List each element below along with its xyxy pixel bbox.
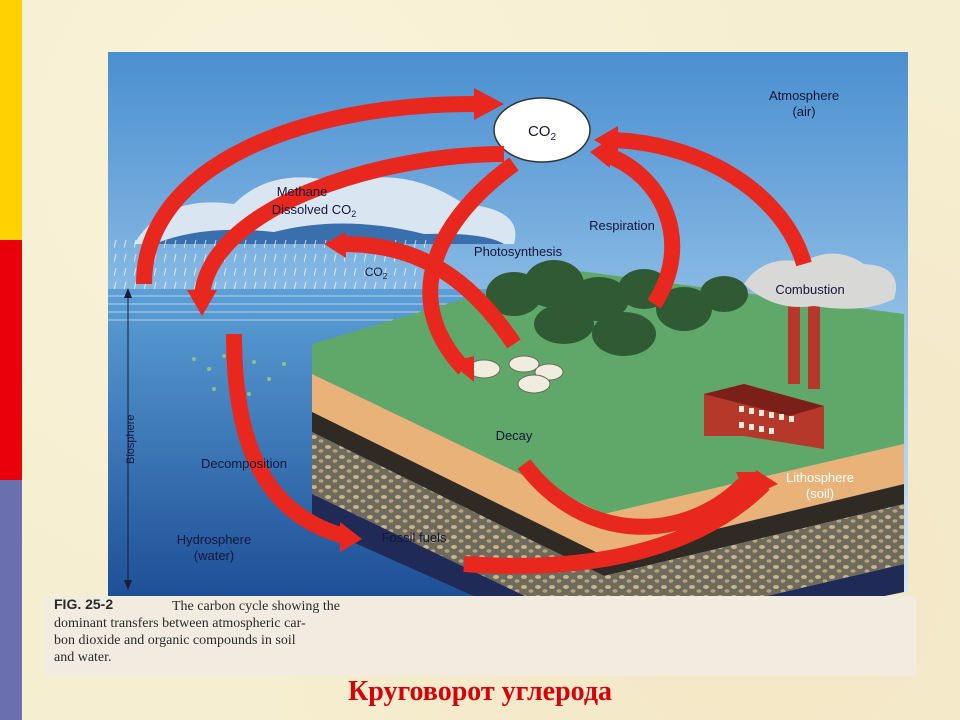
arrow-ocean-to-co2 — [136, 96, 475, 285]
factory — [704, 294, 824, 449]
rain-cloud — [134, 177, 516, 244]
label-biosphere: Biosphere — [125, 414, 137, 464]
arrow-combustion — [613, 132, 812, 267]
slide-sidebar — [0, 0, 22, 720]
arrow-heads — [187, 88, 778, 552]
caption-line-1: The carbon cycle showing the — [172, 599, 340, 614]
slide-title: Круговорот углерода — [347, 676, 613, 707]
rock-layer — [312, 432, 904, 634]
arrow-respiration — [601, 146, 681, 309]
dark-soil-layer — [312, 412, 904, 576]
carbon-flow-arrows — [136, 96, 812, 574]
arrowhead-ocean-co2 — [474, 88, 504, 120]
label-atmosphere-air: (air) — [792, 104, 815, 119]
arrowhead-photosynthesis — [450, 356, 474, 382]
caption-figure-number: FIG. 25-2 — [54, 596, 113, 612]
label-co2: CO2 — [528, 123, 557, 143]
label-lithosphere: Lithosphere — [786, 470, 854, 485]
biosphere-axis-top — [124, 288, 132, 298]
label-fossil-fuels: Fossil fuels — [381, 530, 447, 545]
label-hydrosphere: Hydrosphere — [177, 532, 251, 547]
caption-line-4: and water. — [54, 650, 112, 665]
sidebar-red-block — [0, 240, 22, 480]
biosphere-axis-bottom — [124, 580, 132, 590]
arrow-co2-to-methane — [343, 236, 521, 349]
arrowhead-fossil — [752, 470, 778, 496]
label-co2-small: CO2 — [365, 265, 388, 281]
arrowhead-co2-ocean — [187, 290, 217, 316]
caption-line-2: dominant transfers between atmospheric c… — [54, 616, 306, 631]
arrow-photosynthesis — [422, 157, 519, 375]
arrow-co2-to-ocean — [194, 146, 505, 296]
label-respiration: Respiration — [589, 218, 655, 233]
arrowhead-methane — [324, 232, 346, 258]
label-dissolved-co2: Dissolved CO2 — [272, 202, 356, 219]
arrowhead-combustion — [594, 126, 618, 154]
sheep-flock — [467, 355, 564, 394]
caption-line-3: bon dioxide and organic compounds in soi… — [54, 633, 296, 648]
label-lithosphere-soil: (soil) — [806, 486, 834, 501]
soil-layer — [312, 374, 904, 556]
caption-area — [44, 596, 916, 676]
land-surface — [312, 269, 904, 514]
sidebar-blue-block — [0, 480, 22, 720]
arrow-fossil-to-lithosphere — [463, 478, 770, 574]
co2-circle — [493, 97, 591, 163]
sidebar-yellow-block — [0, 0, 22, 240]
arrowhead-respiration — [590, 140, 610, 168]
label-decomposition: Decomposition — [201, 456, 287, 471]
arrowhead-decomposition — [340, 522, 362, 552]
carbon-cycle-diagram: CO2 Atmosphere (air) Methane Dissolved C… — [44, 52, 916, 676]
arrow-decomposition — [226, 333, 347, 544]
combustion-smoke — [744, 253, 896, 309]
label-photosynthesis: Photosynthesis — [474, 244, 563, 259]
carbon-cycle-figure: CO2 Atmosphere (air) Methane Dissolved C… — [44, 44, 916, 676]
arrowhead-decay — [736, 472, 760, 498]
label-hydrosphere-water: (water) — [194, 548, 234, 563]
label-atmosphere: Atmosphere — [769, 88, 839, 103]
label-combustion: Combustion — [775, 282, 844, 297]
arrow-decay-to-lithosphere — [517, 459, 750, 535]
label-decay: Decay — [496, 428, 533, 443]
label-methane: Methane — [277, 184, 328, 199]
